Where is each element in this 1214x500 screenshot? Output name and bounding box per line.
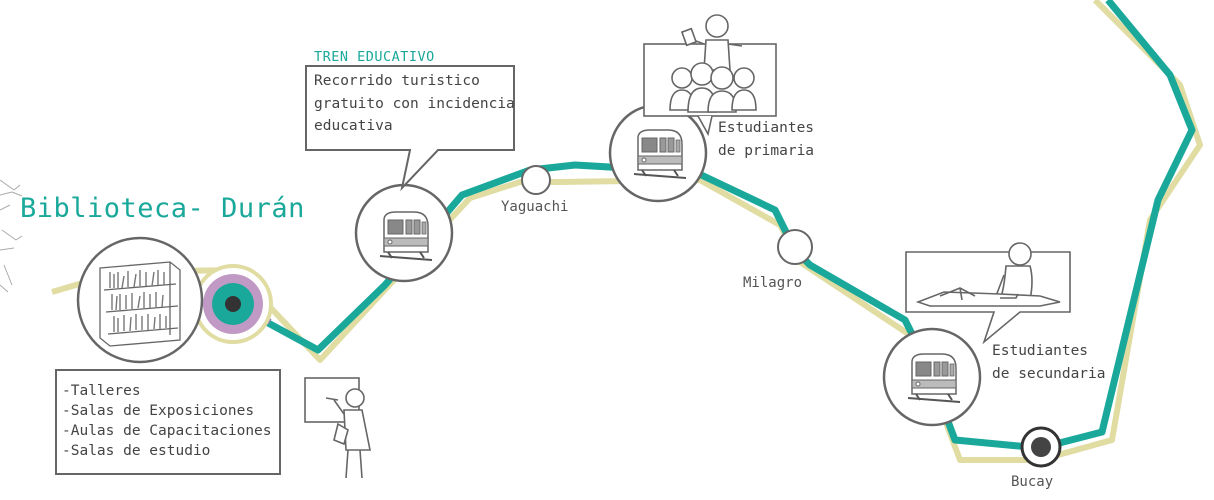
train-icon [354, 183, 454, 283]
secundaria-label: Estudiantes de secundaria [992, 343, 1106, 382]
service-item: -Salas de estudio [62, 443, 211, 459]
service-item: -Talleres [62, 383, 141, 399]
tren-line: educativa [314, 118, 393, 134]
primaria-label: Estudiantes de primaria [718, 120, 815, 159]
station-yaguachi-marker [521, 165, 551, 195]
library-shelves-icon [76, 236, 204, 364]
station-milagro-label: Milagro [743, 275, 803, 291]
services-list: -Talleres -Salas de Exposiciones -Aulas … [62, 381, 272, 461]
route-line-teal [233, 0, 1196, 452]
page-title: Biblioteca- Durán [20, 193, 305, 224]
station-yaguachi-label: Yaguachi [501, 199, 569, 215]
train-icon [608, 103, 708, 203]
station-bucay-marker [1020, 426, 1062, 468]
start-marker [193, 264, 273, 344]
station-milagro-marker [777, 229, 813, 265]
teacher-icon [304, 377, 371, 479]
students-classroom-icon [643, 14, 777, 137]
train-icon [882, 327, 982, 427]
tren-educativo-text: Recorrido turistico gratuito con inciden… [314, 70, 515, 138]
tren-line: Recorrido turistico [314, 73, 480, 89]
service-item: -Aulas de Capacitaciones [62, 423, 272, 439]
tree-sketch [0, 179, 23, 293]
station-bucay-label: Bucay [1011, 474, 1054, 490]
service-item: -Salas de Exposiciones [62, 403, 255, 419]
tren-educativo-heading: TREN EDUCATIVO [314, 49, 435, 65]
tren-line: gratuito con incidencia [314, 95, 515, 112]
services-box [55, 369, 281, 475]
student-writing-icon [905, 242, 1071, 345]
tren-educativo-callout [305, 65, 515, 192]
